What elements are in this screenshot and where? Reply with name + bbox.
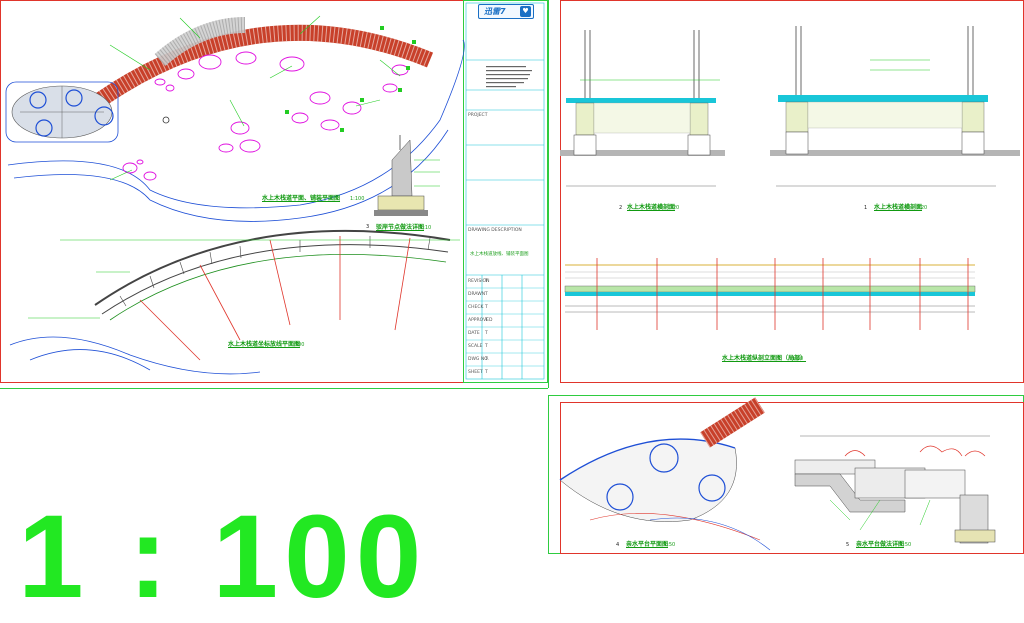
tb-cell-3: T — [485, 318, 488, 323]
tb-desc-label: DRAWING DESCRIPTION — [468, 228, 522, 233]
badge-label: 迅雷7 — [484, 7, 506, 16]
tb-cell-0: T — [485, 279, 488, 284]
long-section — [564, 264, 976, 313]
grid-markers — [285, 26, 416, 132]
boardwalk-deck — [95, 24, 434, 107]
title-elev-1: 水上木栈道横剖面 — [874, 204, 923, 211]
scale-edge: 1:10 — [420, 225, 432, 231]
tb-row-3: APPROVED — [468, 318, 493, 323]
tb-project: PROJECT — [468, 113, 488, 118]
title-block — [465, 2, 545, 380]
round-platform — [5, 81, 119, 143]
water-edge-lines — [7, 39, 465, 375]
platform-plan — [559, 397, 771, 551]
scale-elev-1: 1:20 — [916, 205, 928, 211]
download-badge[interactable]: 迅雷7 ♥ — [478, 4, 534, 19]
tb-row-6: DWG NO. — [468, 357, 489, 362]
arc-plan — [94, 229, 451, 321]
title-arc-plan: 水上木栈道坐标放线平面图 — [228, 341, 301, 348]
tb-cell-7: T — [485, 370, 488, 375]
scale-platform-section: 1:50 — [900, 542, 912, 548]
tb-cell-1: T — [485, 292, 488, 297]
title-edge-section: 驳岸节点做法详图 — [376, 224, 425, 231]
mark-elev-1: 1 — [864, 205, 868, 211]
title-long-section: 水上木栈道纵剖立面图（局部） — [722, 355, 807, 362]
drawing-canvas — [0, 0, 1024, 554]
arc-radials — [139, 236, 411, 361]
mark-edge: 3 — [366, 224, 370, 230]
tb-cell-4: T — [485, 331, 488, 336]
mark-platform-section: 5 — [846, 542, 850, 548]
scale-platform-plan: 1:50 — [664, 542, 676, 548]
scale-plan-main: 1:100 — [350, 196, 365, 202]
tb-row-1: DRAWN — [468, 292, 486, 297]
edge-section — [374, 135, 440, 216]
title-block-notes — [486, 66, 532, 88]
scale-elev-2: 1:20 — [668, 205, 680, 211]
tb-row-0: REVISION — [468, 279, 490, 284]
title-platform-section: 亲水平台做法详图 — [856, 541, 905, 548]
tb-row-4: DATE — [468, 331, 480, 336]
north-point — [162, 116, 170, 124]
elevation-1 — [770, 26, 1020, 187]
title-elev-2: 水上木栈道横剖面 — [627, 204, 676, 211]
tb-row-5: SCALE — [468, 344, 483, 349]
tb-cell-2: T — [485, 305, 488, 310]
long-section-posts — [596, 258, 969, 330]
title-platform-plan: 亲水平台平面图 — [626, 541, 669, 548]
scale-watermark: 1 : 100 — [18, 491, 428, 623]
tb-cell-6: T — [485, 357, 488, 362]
leader-lines — [109, 15, 401, 181]
elevation-2 — [560, 30, 725, 187]
mark-elev-2: 2 — [619, 205, 623, 211]
scale-arc: 1:100 — [290, 342, 305, 348]
scale-long: 1:20 — [792, 356, 804, 362]
tb-drawing-title: 水上木栈道放线、铺装平面图 — [470, 252, 529, 257]
mark-platform-plan: 4 — [616, 542, 620, 548]
tb-cell-5: T — [485, 344, 488, 349]
title-plan-main: 水上木栈道平面、铺装平面图 — [262, 195, 341, 202]
tb-row-7: SHEET — [468, 370, 483, 375]
shield-icon: ♥ — [520, 6, 531, 17]
platform-section — [794, 435, 996, 544]
arc-ticks — [119, 236, 431, 307]
tb-row-2: CHECK — [468, 305, 484, 310]
